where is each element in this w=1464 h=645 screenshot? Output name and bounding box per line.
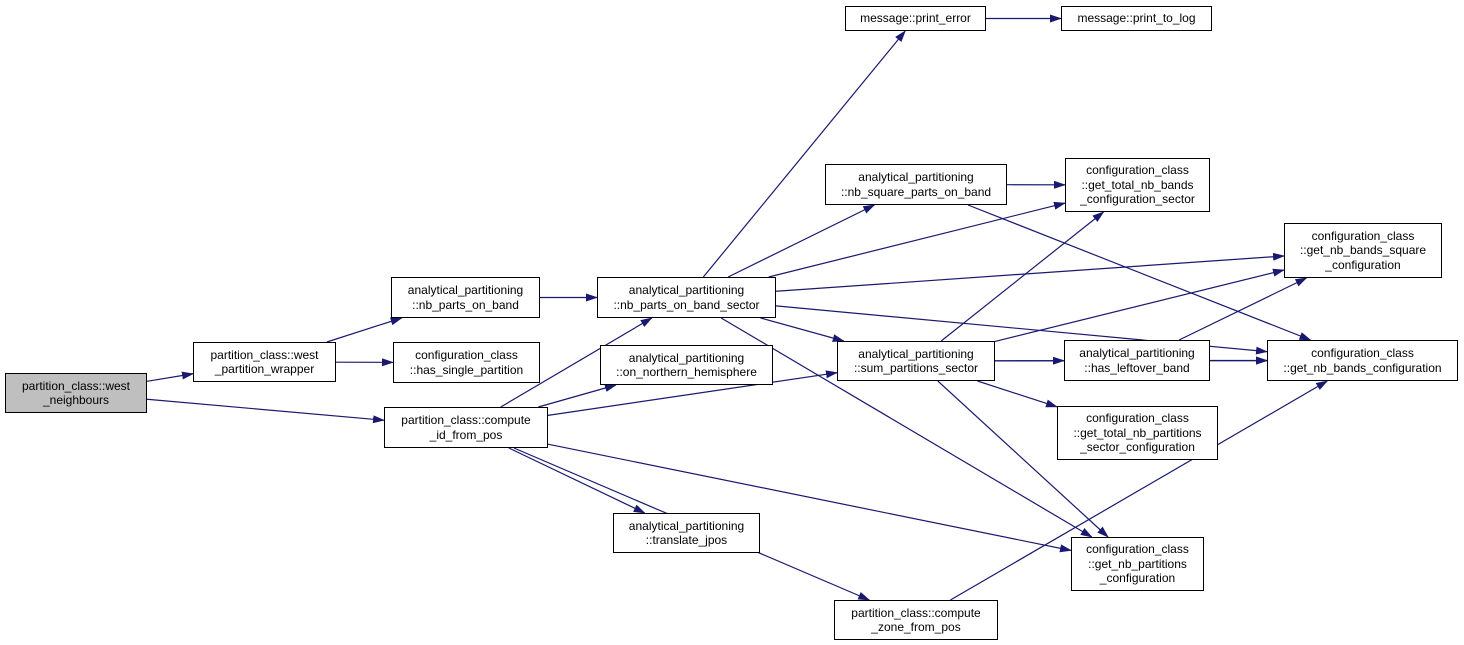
edge-sum_partitions_sector-to-get_total_nb_partitions_sector_configuration <box>977 380 1058 408</box>
edge-nb_parts_on_band_sector-to-print_error <box>702 30 906 278</box>
node-label-line: _configuration <box>1099 571 1176 586</box>
node-label-line: ::on_northern_hemisphere <box>616 365 757 379</box>
edge-nb_parts_on_band_sector-to-get_total_nb_bands_configuration_sector <box>768 201 1066 278</box>
node-label-line: message::print_error <box>860 11 971 26</box>
node-print-error[interactable]: message::print_error <box>845 6 986 31</box>
edge-compute_id_from_pos-to-get_nb_partitions_configuration <box>547 443 1072 553</box>
edge-sum_partitions_sector-to-get_total_nb_bands_configuration_sector <box>940 211 1105 342</box>
node-label-line: analytical_partitioning <box>858 170 974 184</box>
edge-compute_id_from_pos-to-on_northern_hemisphere <box>538 384 617 408</box>
node-compute-zone-from-pos[interactable]: partition_class::compute _zone_from_pos <box>834 600 998 640</box>
node-has-leftover-band[interactable]: analytical_partitioning ::has_leftover_b… <box>1064 340 1210 381</box>
node-get-nb-partitions-configuration[interactable]: configuration_class ::get_nb_partitions … <box>1071 537 1204 591</box>
node-label-line: ::get_total_nb_bands <box>1081 177 1194 192</box>
node-label-line: ::get_nb_bands_square <box>1299 243 1427 258</box>
node-label-line: _id_from_pos <box>429 427 503 442</box>
edge-nb_parts_on_band_sector-to-sum_partitions_sector <box>760 317 845 342</box>
node-label-line: ::has_single_partition <box>409 362 524 377</box>
edge-sum_partitions_sector-to-get_nb_bands_square_configuration <box>994 268 1285 343</box>
node-label-line: _neighbours <box>42 393 110 407</box>
node-label-line: ::translate_jpos <box>645 533 728 547</box>
node-nb-parts-on-band-sector[interactable]: analytical_partitioning ::nb_parts_on_ba… <box>597 277 776 318</box>
node-label-line: _partition_wrapper <box>214 362 315 376</box>
node-label-line: partition_class::west <box>210 347 319 362</box>
node-get-nb-bands-square-configuration[interactable]: configuration_class ::get_nb_bands_squar… <box>1284 223 1442 278</box>
edge-sum_partitions_sector-to-get_nb_partitions_configuration <box>937 380 1109 538</box>
edge-nb_square_parts_on_band-to-get_nb_bands_configuration <box>967 204 1312 341</box>
node-label-line: ::nb_parts_on_band_sector <box>613 297 760 312</box>
node-label-line: configuration_class <box>1311 346 1414 360</box>
node-label-line: ::has_leftover_band <box>1084 360 1190 375</box>
node-label-line: partition_class::compute <box>851 605 981 620</box>
node-label-line: _zone_from_pos <box>871 620 961 634</box>
node-label-line: ::get_nb_partitions <box>1088 556 1187 571</box>
edge-west_partition_wrapper-to-nb_parts_on_band <box>326 317 403 343</box>
node-label-line: analytical_partitioning <box>628 350 745 365</box>
node-print-to-log[interactable]: message::print_to_log <box>1061 6 1212 31</box>
node-label-line: partition_class::west <box>21 378 131 393</box>
edge-west_neighbours-to-compute_id_from_pos <box>146 398 385 424</box>
node-label-line: partition_class::compute <box>401 413 531 427</box>
node-label-line: _configuration <box>1325 257 1401 272</box>
node-label-line: analytical_partitioning <box>858 346 974 361</box>
node-label-line: analytical_partitioning <box>628 518 745 533</box>
edge-west_neighbours-to-west_partition_wrapper <box>146 371 194 382</box>
node-label-line: configuration_class <box>1086 163 1189 178</box>
edge-compute_id_from_pos-to-translate_jpos <box>508 447 646 514</box>
node-get-total-nb-partitions-sector-configuration[interactable]: configuration_class ::get_total_nb_parti… <box>1057 406 1218 460</box>
node-nb-square-parts-on-band[interactable]: analytical_partitioning ::nb_square_part… <box>825 164 1007 205</box>
node-label-line: configuration_class <box>1086 411 1189 426</box>
node-on-northern-hemisphere[interactable]: analytical_partitioning ::on_northern_he… <box>600 345 773 385</box>
node-label-line: message::print_to_log <box>1077 11 1196 26</box>
edge-compute_id_from_pos-to-sum_partitions_sector <box>547 370 838 416</box>
node-label-line: ::get_nb_bands_configuration <box>1283 360 1442 375</box>
node-has-single-partition[interactable]: configuration_class ::has_single_partiti… <box>393 342 540 383</box>
node-get-nb-bands-configuration[interactable]: configuration_class ::get_nb_bands_confi… <box>1267 340 1458 381</box>
node-label-line: ::nb_square_parts_on_band <box>840 184 992 199</box>
node-label-line: analytical_partitioning <box>1079 346 1195 360</box>
node-west-partition-wrapper[interactable]: partition_class::west _partition_wrapper <box>193 342 336 382</box>
node-west-neighbours: partition_class::west _neighbours <box>5 373 147 413</box>
node-nb-parts-on-band[interactable]: analytical_partitioning ::nb_parts_on_ba… <box>391 277 540 318</box>
node-label-line: analytical_partitioning <box>407 283 524 297</box>
node-sum-partitions-sector[interactable]: analytical_partitioning ::sum_partitions… <box>837 341 995 381</box>
edge-nb_parts_on_band_sector-to-nb_square_parts_on_band <box>727 204 876 278</box>
edge-has_leftover_band-to-get_nb_bands_square_configuration <box>1178 277 1308 341</box>
node-translate-jpos[interactable]: analytical_partitioning ::translate_jpos <box>613 513 760 553</box>
edge-nb_parts_on_band_sector-to-get_nb_bands_square_configuration <box>775 252 1285 292</box>
node-label-line: _configuration_sector <box>1080 192 1195 207</box>
node-label-line: ::sum_partitions_sector <box>853 361 979 375</box>
edge-nb_parts_on_band_sector-to-get_nb_partitions_configuration <box>720 317 1093 538</box>
node-label-line: configuration_class <box>1086 542 1189 557</box>
node-compute-id-from-pos[interactable]: partition_class::compute _id_from_pos <box>384 407 548 448</box>
node-label-line: configuration_class <box>1311 228 1415 243</box>
edge-compute_id_from_pos-to-nb_parts_on_band_sector <box>500 317 653 408</box>
node-label-line: analytical_partitioning <box>628 283 745 297</box>
node-label-line: ::nb_parts_on_band <box>412 297 519 312</box>
node-label-line: ::get_total_nb_partitions <box>1073 425 1202 440</box>
edge-compute_zone_from_pos-to-get_nb_bands_configuration <box>950 380 1329 601</box>
node-label-line: _sector_configuration <box>1080 440 1195 455</box>
node-label-line: configuration_class <box>415 348 518 362</box>
node-get-total-nb-bands-configuration-sector[interactable]: configuration_class ::get_total_nb_bands… <box>1065 158 1210 212</box>
